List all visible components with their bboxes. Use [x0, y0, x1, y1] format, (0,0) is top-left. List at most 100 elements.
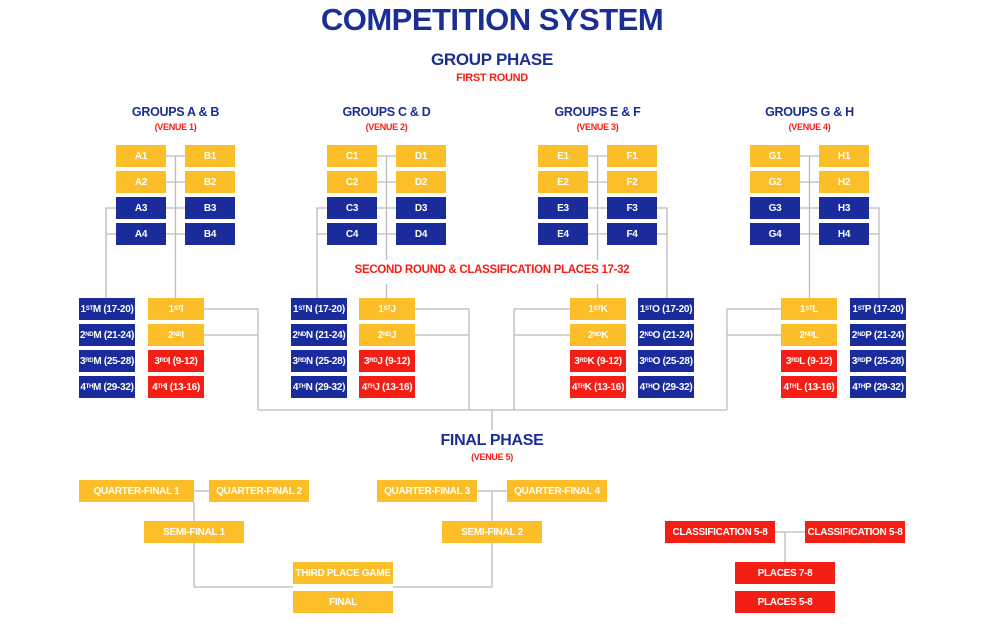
group-team-slot: D4	[396, 223, 446, 245]
group-pair-title: GROUPS C & D	[342, 105, 431, 119]
group-team-slot: D2	[396, 171, 446, 193]
group-team-slot: E2	[538, 171, 588, 193]
group-team-slot: C4	[327, 223, 377, 245]
group-team-slot: E4	[538, 223, 588, 245]
connector-line	[393, 543, 493, 588]
group-team-slot: B4	[185, 223, 235, 245]
group-team-slot: F1	[607, 145, 657, 167]
group-team-slot: C2	[327, 171, 377, 193]
connector-line	[193, 543, 293, 588]
group-pair-title: GROUPS A & B	[131, 105, 220, 119]
group-team-slot: E1	[538, 145, 588, 167]
classification-game: CLASSIFICATION 5-8	[805, 521, 905, 543]
final-phase-game: QUARTER-FINAL 2	[209, 480, 309, 502]
connector-line	[105, 207, 116, 298]
connector-line	[726, 308, 781, 410]
group-team-slot: A3	[116, 197, 166, 219]
group-pair-venue: (VENUE 1)	[154, 122, 197, 132]
group-team-slot: D1	[396, 145, 446, 167]
connector-line	[657, 207, 668, 298]
connector-line	[513, 308, 570, 410]
group-team-slot: G3	[750, 197, 800, 219]
group-team-slot: F3	[607, 197, 657, 219]
classification-game: PLACES 5-8	[735, 591, 835, 613]
classification-game: CLASSIFICATION 5-8	[665, 521, 775, 543]
group-team-slot: A4	[116, 223, 166, 245]
group-team-slot: F4	[607, 223, 657, 245]
connector-line	[316, 207, 327, 298]
connector-line	[869, 207, 880, 298]
group-team-slot: G1	[750, 145, 800, 167]
final-phase-title: FINAL PHASE	[440, 432, 544, 449]
group-team-slot: A1	[116, 145, 166, 167]
group-pair-venue: (VENUE 2)	[365, 122, 408, 132]
second-round-title: SECOND ROUND & CLASSIFICATION PLACES 17-…	[354, 264, 630, 276]
group-team-slot: H1	[819, 145, 869, 167]
group-pair-title: GROUPS E & F	[554, 105, 641, 119]
connector-line	[415, 308, 470, 410]
group-team-slot: C1	[327, 145, 377, 167]
group-team-slot: G2	[750, 171, 800, 193]
group-phase-title: GROUP PHASE	[430, 50, 554, 69]
group-team-slot: D3	[396, 197, 446, 219]
group-team-slot: E3	[538, 197, 588, 219]
group-pair-venue: (VENUE 3)	[576, 122, 619, 132]
classification-game: PLACES 7-8	[735, 562, 835, 584]
final-phase-venue: (VENUE 5)	[471, 452, 513, 462]
group-pair-venue: (VENUE 4)	[788, 122, 831, 132]
group-team-slot: H4	[819, 223, 869, 245]
group-pair-title: GROUPS G & H	[765, 105, 854, 119]
final-phase-game: THIRD PLACE GAME	[293, 562, 393, 584]
group-team-slot: H2	[819, 171, 869, 193]
final-phase-game: SEMI-FINAL 1	[144, 521, 244, 543]
final-phase-game: QUARTER-FINAL 1	[79, 480, 194, 502]
group-team-slot: B1	[185, 145, 235, 167]
final-phase-game: QUARTER-FINAL 4	[507, 480, 607, 502]
group-team-slot: B3	[185, 197, 235, 219]
group-team-slot: C3	[327, 197, 377, 219]
page-title: COMPETITION SYSTEM	[320, 2, 664, 37]
group-team-slot: G4	[750, 223, 800, 245]
connector-line	[204, 308, 259, 410]
group-team-slot: H3	[819, 197, 869, 219]
final-phase-game: QUARTER-FINAL 3	[377, 480, 477, 502]
final-phase-game: FINAL	[293, 591, 393, 613]
group-team-slot: B2	[185, 171, 235, 193]
final-phase-game: SEMI-FINAL 2	[442, 521, 542, 543]
group-team-slot: A2	[116, 171, 166, 193]
group-team-slot: F2	[607, 171, 657, 193]
